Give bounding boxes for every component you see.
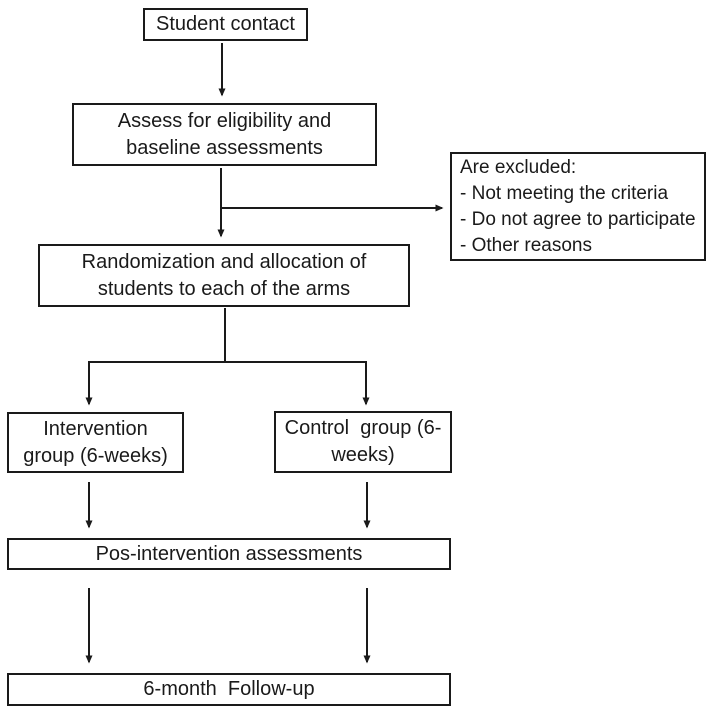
node-intervention-line1: Intervention xyxy=(43,417,148,440)
node-student-contact-label: Student contact xyxy=(156,13,295,35)
node-intervention-group: Intervention group (6-weeks) xyxy=(7,412,184,473)
node-control-line2: weeks) xyxy=(331,444,395,466)
node-intervention-line2: group (6-weeks) xyxy=(23,444,168,467)
node-student-contact: Student contact xyxy=(143,8,308,41)
node-randomization-line1: Randomization and allocation of xyxy=(81,250,367,273)
node-assess-line1: Assess for eligibility and xyxy=(117,109,332,132)
node-excluded-item: - Do not agree to participate xyxy=(460,208,696,230)
node-excluded-title: Are excluded: xyxy=(460,156,577,178)
node-assess-line2: baseline assessments xyxy=(126,136,323,159)
node-followup-label: 6-month Follow-up xyxy=(143,678,315,700)
node-randomization: Randomization and allocation of students… xyxy=(38,244,410,307)
node-followup: 6-month Follow-up xyxy=(7,673,451,706)
node-pos-intervention-label: Pos-intervention assessments xyxy=(95,542,363,565)
node-control-group: Control group (6- weeks) xyxy=(274,411,452,473)
node-excluded: Are excluded: - Not meeting the criteria… xyxy=(450,152,706,261)
node-control-line1: Control group (6- xyxy=(284,417,442,439)
node-excluded-item: - Other reasons xyxy=(460,234,592,256)
node-randomization-line2: students to each of the arms xyxy=(97,277,351,300)
node-pos-intervention: Pos-intervention assessments xyxy=(7,538,451,570)
node-assess-eligibility: Assess for eligibility and baseline asse… xyxy=(72,103,377,166)
node-excluded-item: - Not meeting the criteria xyxy=(460,182,669,204)
